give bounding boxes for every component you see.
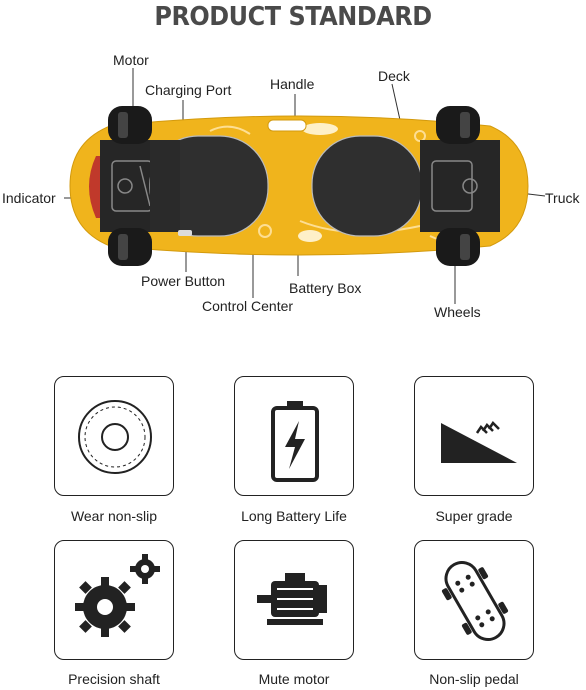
feature-label: Super grade [435,508,513,524]
gears-icon [75,554,160,637]
feature-card-super-grade [414,376,534,496]
feature-card-mute-motor [234,540,354,660]
label-handle: Handle [270,76,315,92]
feature-label: Non-slip pedal [429,671,519,687]
label-wheels: Wheels [434,304,481,320]
battery-box-cover [311,135,423,237]
page-title: PRODUCT STANDARD [154,2,432,32]
feature-card-non-slip-pedal [414,540,534,660]
wheel-icon [78,400,152,474]
slope-icon [441,421,517,463]
label-truck: Truck [545,190,580,206]
label-indicator: Indicator [2,190,56,206]
label-deck: Deck [378,68,410,84]
feature-card-long-battery-life [234,376,354,496]
power-button [178,230,192,236]
label-battery-box: Battery Box [289,280,362,296]
label-power-button: Power Button [141,273,226,289]
skateboard-diagram: Motor Charging Port Handle Deck Indicato… [0,36,586,336]
feature-label: Precision shaft [68,671,160,687]
label-motor: Motor [113,52,149,68]
label-control-center: Control Center [202,298,294,314]
feature-label: Wear non-slip [70,508,158,524]
handle-slot [267,119,307,132]
feature-card-precision-shaft [54,540,174,660]
feature-label: Long Battery Life [241,508,347,524]
skateboard-illustration [64,68,546,304]
battery-icon [271,401,319,482]
motor-icon [257,573,327,625]
skateboard-icon [441,560,509,642]
feature-card-wear-non-slip [54,376,174,496]
label-charging-port: Charging Port [145,82,232,98]
feature-label: Mute motor [258,671,330,687]
